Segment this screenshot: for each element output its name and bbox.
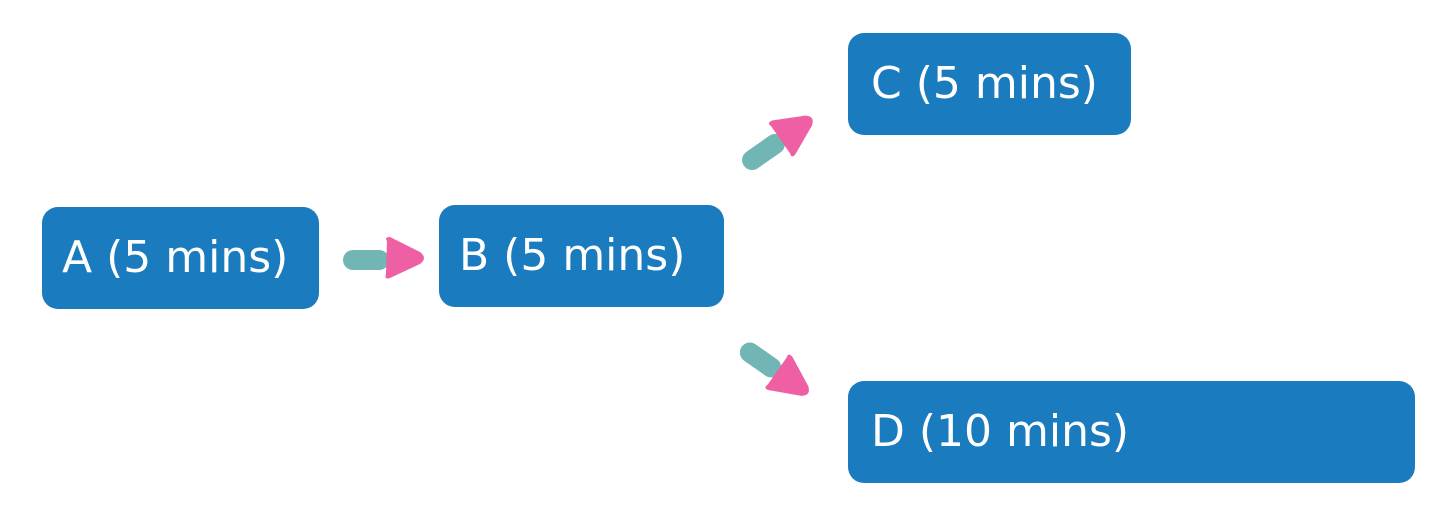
edge-b-d xyxy=(739,342,809,396)
edge-b-c xyxy=(742,115,813,171)
edge-a-b-arrowhead xyxy=(385,237,424,279)
edge-b-c-tail xyxy=(742,134,785,171)
node-d-label: D (10 mins) xyxy=(871,406,1130,457)
node-c: C (5 mins) xyxy=(848,33,1131,135)
edge-a-b xyxy=(343,237,424,279)
node-c-label: C (5 mins) xyxy=(871,58,1098,109)
node-a: A (5 mins) xyxy=(42,207,319,309)
node-d: D (10 mins) xyxy=(848,381,1415,483)
edge-b-d-tail xyxy=(739,342,782,378)
edge-b-c-arrowhead xyxy=(768,115,813,157)
node-b-label: B (5 mins) xyxy=(459,230,686,281)
node-a-label: A (5 mins) xyxy=(62,232,289,283)
edge-b-d-arrowhead xyxy=(765,354,809,396)
edge-a-b-tail xyxy=(343,250,389,270)
node-b: B (5 mins) xyxy=(439,205,724,307)
